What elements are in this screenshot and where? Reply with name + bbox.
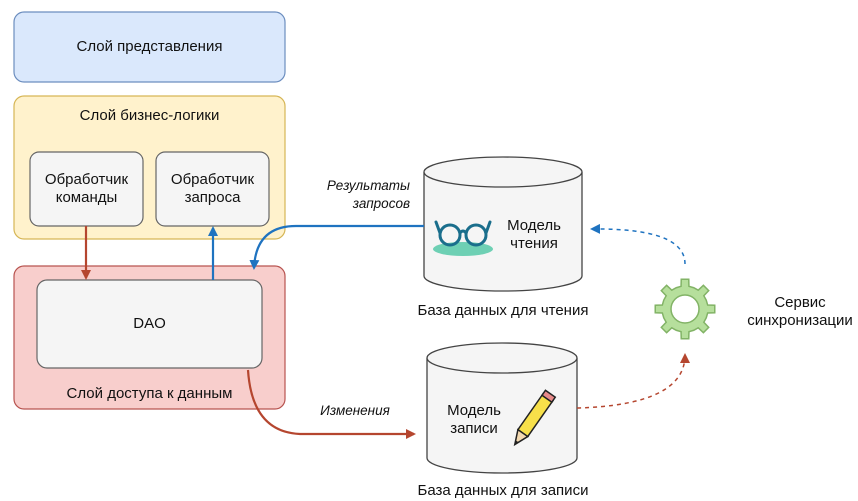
command-handler-line2: команды: [55, 189, 118, 206]
read-model-line2: чтения: [510, 235, 558, 252]
write-db-caption: База данных для записи: [417, 482, 589, 499]
presentation-layer: [13, 11, 286, 83]
query-results-line2: запросов: [352, 196, 410, 211]
sync-to-read-arrow: [590, 223, 686, 265]
read-to-dao-arrow: [249, 224, 424, 270]
query-handler-line2: запроса: [184, 189, 241, 206]
query-results-line1: Результаты: [326, 178, 410, 193]
write-model-label: Модель записи: [434, 402, 514, 438]
read-db-caption: База данных для чтения: [417, 302, 589, 319]
sync-service-label: Сервис синхронизации: [744, 294, 856, 330]
dao-box: [36, 279, 263, 369]
read-model-label: Модель чтения: [494, 217, 574, 253]
glasses-icon: [433, 220, 493, 256]
query-handler-label: Обработчик запроса: [156, 171, 269, 207]
sync-service-line2: синхронизации: [747, 312, 853, 329]
command-handler-line1: Обработчик: [44, 171, 129, 188]
write-model-line2: записи: [450, 420, 498, 437]
gear-icon: [654, 278, 716, 340]
data-access-layer-label: Слой доступа к данным: [66, 385, 233, 402]
changes-edge-label: Изменения: [320, 403, 390, 418]
dao-to-write-arrow: [246, 369, 416, 439]
write-to-sync-arrow: [576, 353, 690, 409]
business-layer-label: Слой бизнес-логики: [79, 107, 220, 124]
presentation-layer-label: Слой представления: [76, 38, 223, 55]
pencil-icon: [513, 389, 557, 447]
dao-label: DAO: [133, 315, 166, 332]
sync-service-line1: Сервис: [774, 294, 826, 311]
write-database: [426, 342, 578, 474]
query-results-edge-label: Результаты запросов: [300, 177, 410, 213]
read-model-line1: Модель: [507, 217, 561, 234]
read-database: [423, 156, 583, 292]
query-handler-line1: Обработчик: [170, 171, 255, 188]
write-model-line1: Модель: [447, 402, 501, 419]
command-handler-label: Обработчик команды: [30, 171, 143, 207]
